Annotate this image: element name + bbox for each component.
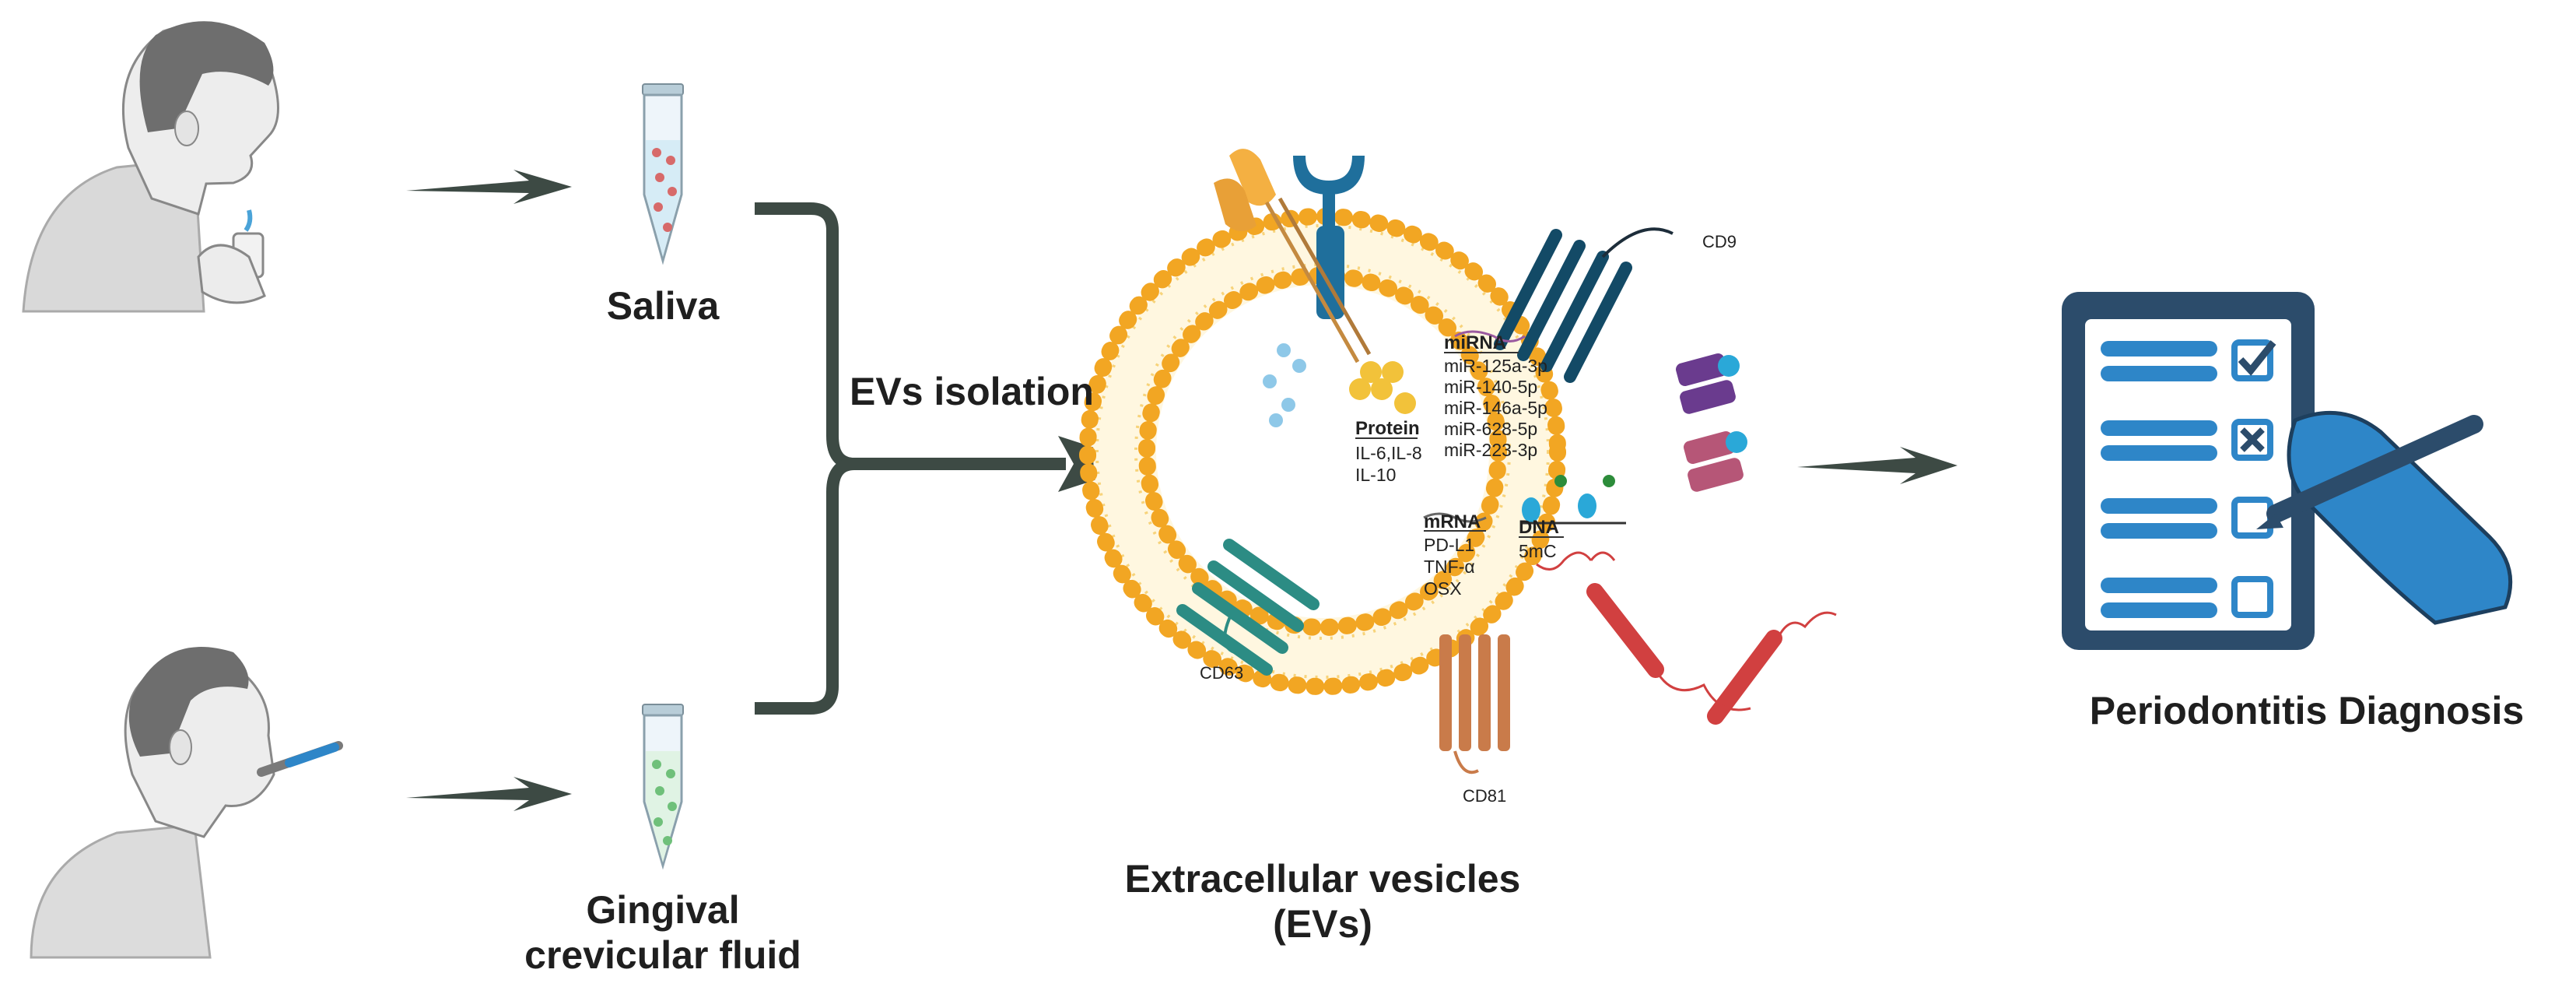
cd9-tetraspanin (1494, 227, 1674, 383)
person-saliva-illustration (22, 21, 279, 313)
red-transmembrane-helices (1536, 551, 1837, 725)
arrows-to-tubes (406, 170, 572, 811)
mirna-item: miR-125a-3p (1444, 356, 1547, 376)
mirna-title: miRNA (1444, 332, 1506, 353)
mirna-item: miR-628-5p (1444, 419, 1537, 439)
gcf-label-line1: Gingival (586, 888, 740, 932)
cd9-label: CD9 (1702, 232, 1737, 251)
protein-spheres (1263, 343, 1416, 427)
isolation-label: EVs isolation (850, 370, 1094, 413)
mirna-hairpin (1454, 330, 1526, 342)
gcf-tube (642, 704, 684, 870)
protein-item: IL-10 (1355, 465, 1396, 485)
checkbox-empty (2231, 576, 2273, 618)
dna-title: DNA (1519, 517, 1559, 538)
mrna-item: TNF-α (1424, 557, 1475, 577)
cd63-tetraspanin (1176, 539, 1320, 676)
saliva-label: Saliva (606, 284, 720, 328)
gcf-label-line2: crevicular fluid (524, 933, 801, 977)
saliva-tube (642, 83, 684, 265)
mrna-item: PD-L1 (1424, 535, 1474, 555)
membrane-receptors-right (1676, 353, 1747, 492)
mirna-item: miR-223-3p (1444, 440, 1537, 460)
checklist-illustration (2062, 292, 2513, 650)
extracellular-vesicle (1079, 149, 1837, 774)
cd63-label: CD63 (1200, 663, 1243, 683)
hand-with-pen-icon (2256, 410, 2513, 625)
protein-complex (1214, 149, 1372, 364)
checkbox-checked (2231, 339, 2273, 381)
evs-label-line2: (EVs) (1273, 902, 1372, 946)
mrna-item: OSX (1424, 578, 1462, 599)
dna-nucleosome (1521, 475, 1626, 561)
cd81-tetraspanin (1439, 634, 1510, 774)
protein-item: IL-6,IL-8 (1355, 443, 1422, 463)
diagnosis-label: Periodontitis Diagnosis (2089, 689, 2525, 732)
mrna-title: mRNA (1424, 511, 1481, 532)
mrna-squiggle (1423, 512, 1487, 523)
protein-title: Protein (1355, 418, 1420, 439)
person-gcf-illustration (30, 647, 343, 959)
mirna-item: miR-146a-5p (1444, 398, 1547, 418)
evs-label-line1: Extracellular vesicles (1124, 857, 1521, 901)
arrow-to-diagnosis (1797, 447, 1957, 484)
checkbox-crossed (2231, 419, 2273, 461)
dna-item: 5mC (1519, 541, 1557, 561)
cd81-label: CD81 (1463, 786, 1506, 806)
mirna-item: miR-140-5p (1444, 377, 1537, 397)
